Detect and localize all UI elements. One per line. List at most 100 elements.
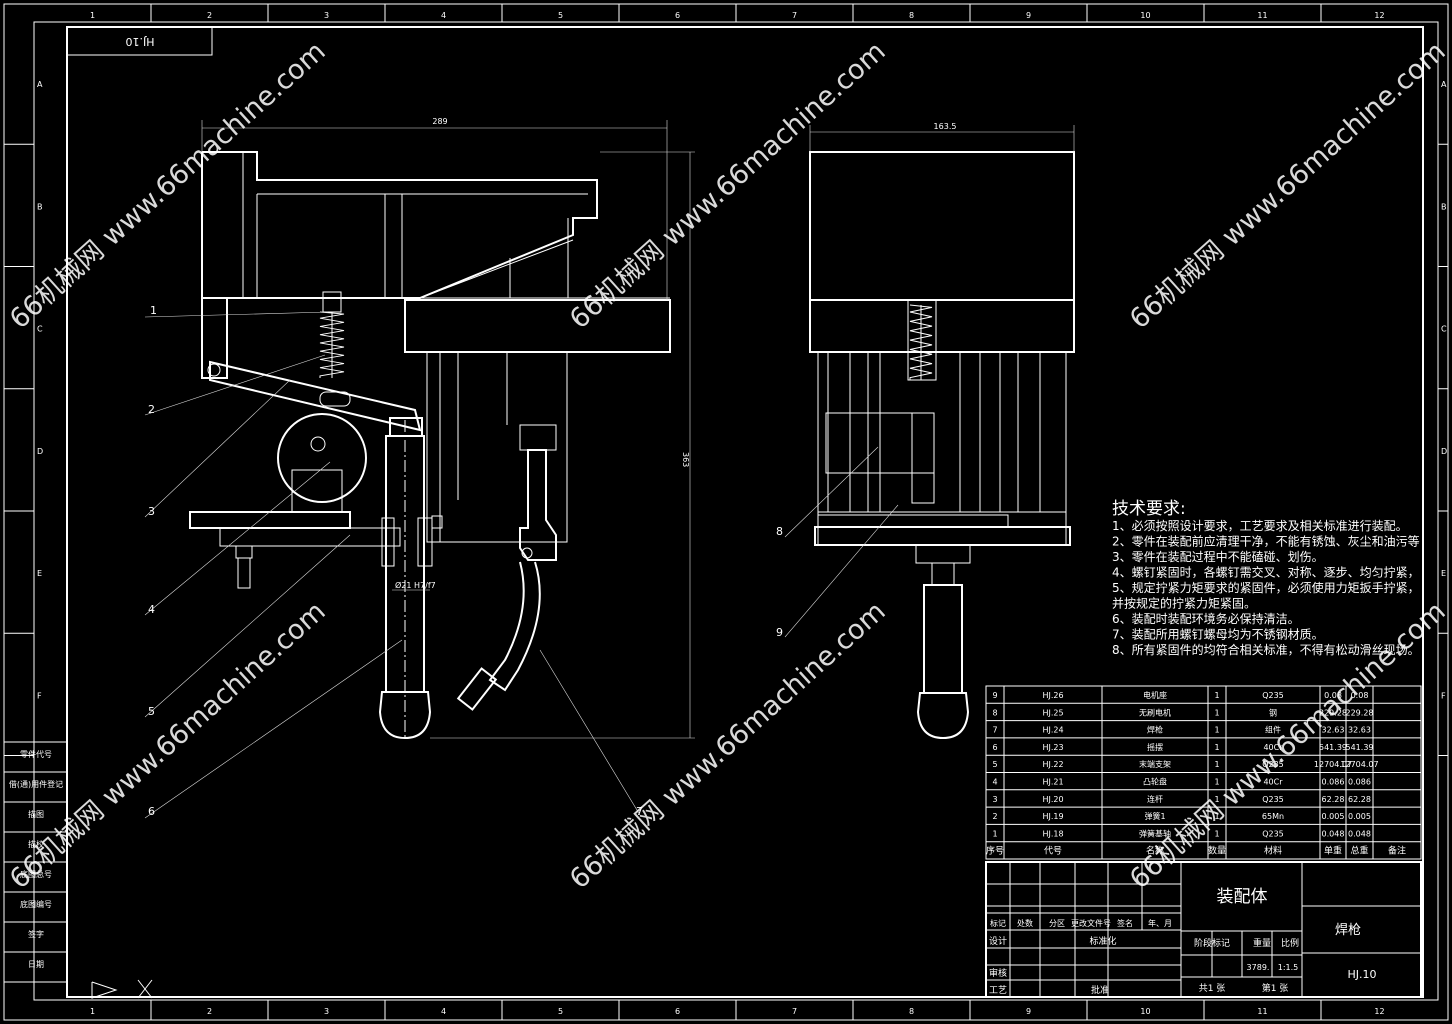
bom-cell: 32.63 bbox=[1322, 726, 1345, 735]
grid-row-label: D bbox=[1441, 447, 1447, 456]
watermark-text: 66机械网 www.66machine.com bbox=[564, 596, 892, 895]
bom-cell: 0.048 bbox=[1348, 829, 1371, 838]
bom-cell: Q235 bbox=[1262, 829, 1284, 838]
sheets-total: 共1 张 bbox=[1199, 983, 1226, 994]
tech-item: 并按规定的拧紧力矩紧固。 bbox=[1112, 596, 1256, 611]
grid-col-label: 10 bbox=[1140, 1007, 1150, 1016]
grid-col-label: 2 bbox=[207, 11, 212, 20]
grid-row-label: F bbox=[37, 691, 42, 700]
part-name: 焊枪 bbox=[1335, 922, 1361, 938]
leader-number: 1 bbox=[150, 304, 157, 317]
bom-cell: 7 bbox=[992, 726, 997, 735]
tech-item: 6、装配时装配环境务必保持清洁。 bbox=[1112, 611, 1300, 626]
grid-row-label: E bbox=[1441, 569, 1446, 578]
grid-col-label: 5 bbox=[558, 11, 563, 20]
bom-cell: 12704.07 bbox=[1340, 760, 1378, 769]
bom-cell: 钢 bbox=[1269, 707, 1277, 717]
bom-cell: 弹簧1 bbox=[1144, 811, 1165, 821]
tech-item: 3、零件在装配过程中不能磕碰、划伤。 bbox=[1112, 549, 1324, 564]
leader-number: 9 bbox=[776, 626, 783, 639]
grid-row-label: A bbox=[1441, 80, 1447, 89]
grid-col-label: 11 bbox=[1257, 11, 1267, 20]
leader-lines-front bbox=[144, 311, 641, 819]
leader-number: 3 bbox=[148, 505, 155, 518]
drawing-number-box bbox=[66, 26, 213, 56]
bom-cell: 541.39 bbox=[1319, 743, 1347, 752]
drawing-no: HJ.10 bbox=[1347, 968, 1376, 981]
tech-requirements: 技术要求: 1、必须按照设计要求，工艺要求及相关标准进行装配。2、零件在装配前应… bbox=[1112, 499, 1420, 657]
weight-value: 3789. bbox=[1247, 963, 1270, 972]
bom-cell: 1 bbox=[992, 829, 997, 838]
bom-header: 备注 bbox=[1388, 845, 1406, 857]
tech-title: 技术要求: bbox=[1112, 499, 1186, 519]
spring-front bbox=[319, 311, 345, 378]
bom-cell: 1 bbox=[1214, 743, 1219, 752]
leader-number: 4 bbox=[148, 603, 155, 616]
label-review: 审核 bbox=[989, 967, 1007, 979]
label-scale: 比例 bbox=[1281, 937, 1299, 949]
grid-col-label: 9 bbox=[1026, 11, 1031, 20]
grid-col-label: 1 bbox=[90, 11, 95, 20]
left-strip-label: 描校 bbox=[28, 839, 44, 849]
grid-col-label: 7 bbox=[792, 1007, 797, 1016]
front-view: 289 363 Ø21 H7/f7 bbox=[189, 117, 695, 740]
label-design: 设计 bbox=[989, 935, 1007, 947]
grid-col-label: 10 bbox=[1140, 11, 1150, 20]
bom-cell: 电机座 bbox=[1143, 690, 1167, 700]
bom-cell: 1 bbox=[1214, 708, 1219, 717]
title-row-label: 分区 bbox=[1049, 919, 1065, 928]
bom-cell: 65Mn bbox=[1262, 812, 1284, 821]
scale-value: 1:1.5 bbox=[1278, 963, 1299, 972]
left-strip-label: 底图编号 bbox=[20, 899, 52, 909]
title-row-label: 处数 bbox=[1017, 918, 1033, 928]
grid-col-label: 11 bbox=[1257, 1007, 1267, 1016]
sheet-no: 第1 张 bbox=[1262, 982, 1289, 994]
label-standard: 标准化 bbox=[1089, 935, 1116, 947]
bom-cell: 62.28 bbox=[1322, 795, 1345, 804]
bom-cell: 0.005 bbox=[1322, 812, 1345, 821]
bom-cell: 0.08 bbox=[1351, 691, 1369, 700]
bom-cell: 1 bbox=[1214, 726, 1219, 735]
grid-col-label: 9 bbox=[1026, 1007, 1031, 1016]
dim-front-width: 289 bbox=[432, 117, 447, 126]
bom-cell: 3 bbox=[992, 795, 997, 804]
title-row-label: 标记 bbox=[990, 918, 1006, 928]
bom-cell: 229.28 bbox=[1319, 708, 1347, 717]
bom-cell: 62.28 bbox=[1348, 795, 1371, 804]
side-view: 163.5 bbox=[809, 122, 1075, 740]
leader-lines-side bbox=[784, 446, 899, 638]
leader-number: 7 bbox=[636, 805, 643, 818]
grid-col-label: 12 bbox=[1374, 11, 1384, 20]
bom-cell: Q235 bbox=[1262, 795, 1284, 804]
bom-cell: HJ.26 bbox=[1042, 691, 1063, 700]
bom-cell: 541.39 bbox=[1346, 743, 1374, 752]
grid-col-label: 1 bbox=[90, 1007, 95, 1016]
tech-item: 7、装配所用螺钉螺母均为不锈钢材质。 bbox=[1112, 628, 1324, 642]
watermark-text: 66机械网 www.66machine.com bbox=[4, 596, 332, 895]
bom-cell: 9 bbox=[992, 691, 997, 700]
bom-cell: 229.28 bbox=[1346, 708, 1374, 717]
bom-cell: 0.08 bbox=[1324, 691, 1342, 700]
bom-header: 单重 bbox=[1324, 845, 1342, 857]
left-strip-label: 零件代号 bbox=[20, 749, 52, 759]
left-strip-label: 日期 bbox=[28, 960, 44, 969]
grid-row-label: A bbox=[37, 80, 43, 89]
bom-cell: 1 bbox=[1214, 760, 1219, 769]
bom-cell: 0.086 bbox=[1348, 778, 1371, 787]
title-row-label: 更改文件号 bbox=[1071, 918, 1111, 928]
bom-cell: HJ.24 bbox=[1042, 726, 1063, 735]
bom-cell: 40Cr bbox=[1263, 743, 1283, 752]
cam-disk bbox=[277, 413, 367, 503]
watermark-text: 66机械网 www.66machine.com bbox=[4, 36, 332, 335]
grid-col-label: 4 bbox=[441, 1007, 446, 1016]
grid-row-label: C bbox=[37, 325, 43, 334]
grid-col-label: 6 bbox=[675, 1007, 680, 1016]
grid-row-label: F bbox=[1441, 691, 1446, 700]
outer-border bbox=[3, 3, 1449, 1021]
left-strip-label: 描图 bbox=[28, 809, 44, 819]
